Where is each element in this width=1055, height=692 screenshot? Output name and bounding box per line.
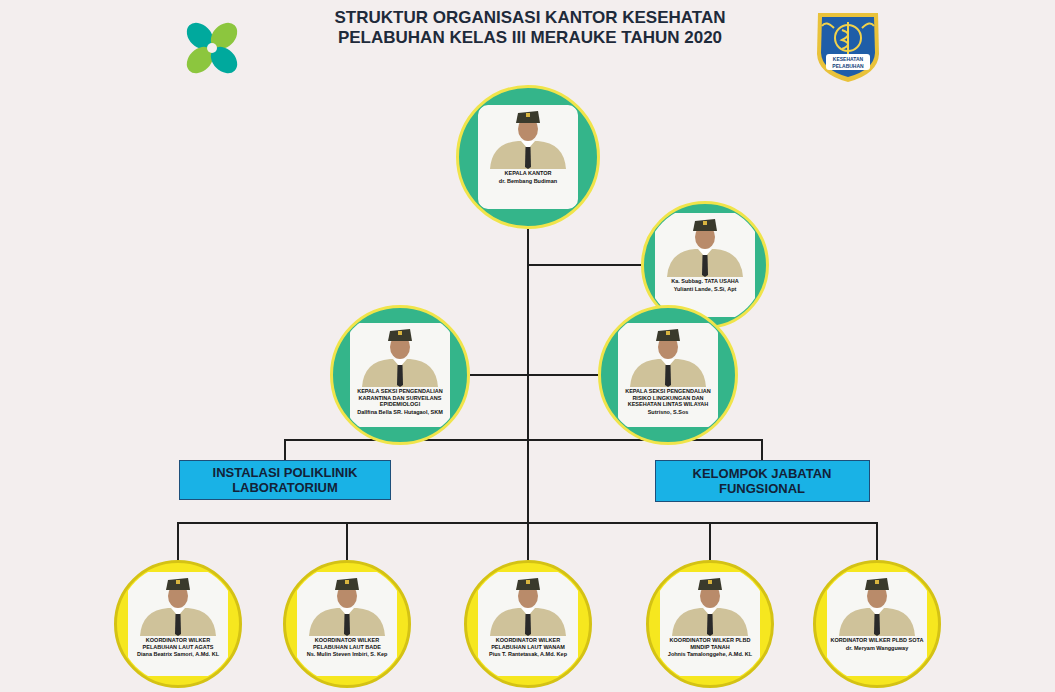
- port-health-badge: [817, 13, 879, 82]
- org-connector: [528, 229, 641, 265]
- org-connector: [470, 229, 528, 375]
- position-title: KORDINATOR WILKER PLBD SOTA: [829, 637, 925, 644]
- circle-outline: [456, 85, 600, 229]
- unit-box: INSTALASI POLIKLINIK LABORATORIUM: [179, 460, 391, 500]
- person-name: Diana Beatrix Samori, A.Md. KL: [130, 651, 226, 658]
- caption-block: KEPALA KANTORdr. Bembang Budiman: [480, 170, 576, 184]
- circle-outline: [813, 560, 941, 688]
- circle-outline: [464, 560, 592, 688]
- portrait-photo: [827, 572, 927, 676]
- position-circle: KORDINATOR WILKER PLBD SOTAdr. Meryam Wa…: [813, 560, 941, 688]
- unit-box: KELOMPOK JABATAN FUNGSIONAL: [655, 460, 870, 502]
- person-name: Johnis Tamalonggehe, A.Md. KL: [662, 651, 758, 658]
- position-title: KOORDINATOR WILKER PLBD MINDIP TANAH: [662, 637, 758, 650]
- circle-outline: [598, 305, 738, 445]
- portrait-photo: [350, 323, 450, 427]
- caption-block: Ka. Subbag. TATA USAHAYulianti Lande, S.…: [657, 278, 753, 292]
- person-name: Pius T. Rantetasak, A.Md. Kep: [480, 651, 576, 658]
- caption-block: KORDINATOR WILKER PLBD SOTAdr. Meryam Wa…: [829, 637, 925, 651]
- org-connector: [528, 229, 598, 375]
- unit-name: INSTALASI POLIKLINIK LABORATORIUM: [190, 465, 380, 495]
- circle-outline: [330, 305, 470, 445]
- person-name: dr. Bembang Budiman: [480, 178, 576, 185]
- portrait-photo: [618, 323, 718, 427]
- portrait-photo: [660, 572, 760, 676]
- portrait-photo: [478, 572, 578, 676]
- position-circle: KOORDINATOR WILKER PELABUHAN LAUT WANAMP…: [464, 560, 592, 688]
- badge-text: KESEHATAN: [828, 56, 868, 62]
- org-connector: [347, 229, 528, 560]
- portrait-photo: [297, 572, 397, 676]
- position-title: KOORDINATOR WILKER PELABUHAN LAUT AGATS: [130, 637, 226, 650]
- caption-block: KOORDINATOR WILKER PELABUHAN LAUT BADENs…: [299, 637, 395, 658]
- circle-outline: [646, 560, 774, 688]
- position-circle: KEPALA KANTORdr. Bembang Budiman: [456, 85, 600, 229]
- position-title: KEPALA SEKSI PENGENDALIAN RISIKO LINGKUN…: [620, 388, 716, 408]
- portrait-photo: [655, 213, 755, 317]
- org-connector: [178, 229, 528, 560]
- caption-block: KOORDINATOR WILKER PLBD MINDIP TANAHJohn…: [662, 637, 758, 658]
- position-title: KEPALA KANTOR: [480, 170, 576, 177]
- person-name: Ns. Mulin Steven Imbiri, S. Kep: [299, 651, 395, 658]
- position-circle: KEPALA SEKSI PENGENDALIAN KARANTINA DAN …: [330, 305, 470, 445]
- person-name: dr. Meryam Wangguway: [829, 645, 925, 652]
- org-connector: [528, 229, 877, 560]
- portrait-photo: [128, 572, 228, 676]
- position-circle: KEPALA SEKSI PENGENDALIAN RISIKO LINGKUN…: [598, 305, 738, 445]
- position-circle: KOORDINATOR WILKER PLBD MINDIP TANAHJohn…: [646, 560, 774, 688]
- chart-title: STRUKTUR ORGANISASI KANTOR KESEHATAN PEL…: [250, 8, 810, 48]
- caption-block: KOORDINATOR WILKER PELABUHAN LAUT WANAMP…: [480, 637, 576, 658]
- position-circle: KOORDINATOR WILKER PELABUHAN LAUT BADENs…: [283, 560, 411, 688]
- position-circle: KOORDINATOR WILKER PELABUHAN LAUT AGATSD…: [114, 560, 242, 688]
- position-title: KOORDINATOR WILKER PELABUHAN LAUT BADE: [299, 637, 395, 650]
- position-title: KEPALA SEKSI PENGENDALIAN KARANTINA DAN …: [352, 388, 448, 408]
- person-name: Sutrisno, S.Sos: [620, 409, 716, 416]
- caption-block: KEPALA SEKSI PENGENDALIAN RISIKO LINGKUN…: [620, 388, 716, 415]
- person-name: Yulianti Lande, S.Si, Apt: [657, 286, 753, 293]
- position-title: KOORDINATOR WILKER PELABUHAN LAUT WANAM: [480, 637, 576, 650]
- unit-name: KELOMPOK JABATAN FUNGSIONAL: [666, 466, 859, 496]
- caption-block: KOORDINATOR WILKER PELABUHAN LAUT AGATSD…: [130, 637, 226, 658]
- portrait-photo: [478, 105, 578, 209]
- org-connector: [285, 229, 528, 460]
- position-title: Ka. Subbag. TATA USAHA: [657, 278, 753, 285]
- circle-outline: [114, 560, 242, 688]
- caption-block: KEPALA SEKSI PENGENDALIAN KARANTINA DAN …: [352, 388, 448, 415]
- person-name: Dallfina Bella SR. Hutagaol, SKM: [352, 409, 448, 416]
- ministry-logo: [182, 18, 243, 79]
- badge-text: PELABUHAN: [828, 63, 868, 69]
- circle-outline: [283, 560, 411, 688]
